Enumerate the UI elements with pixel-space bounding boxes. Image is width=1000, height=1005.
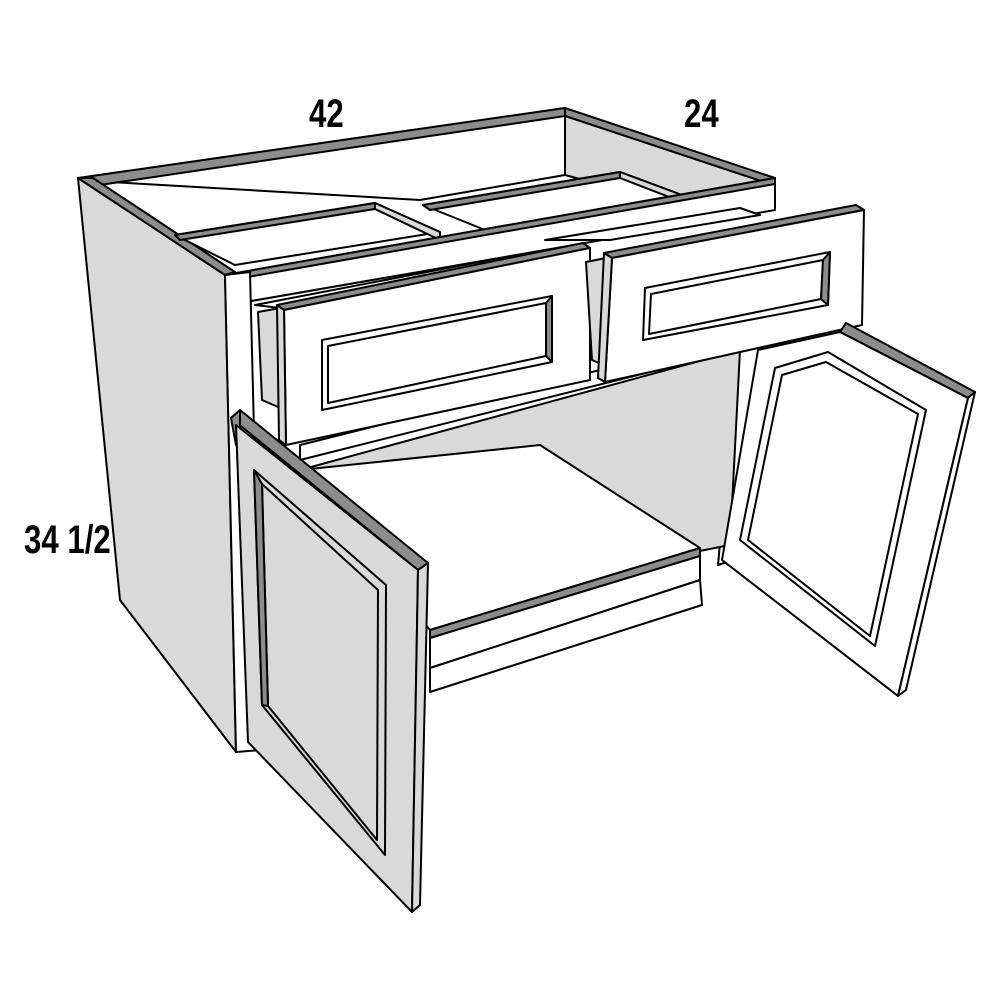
right-drawer-front-left-edge: [597, 252, 613, 383]
right-door-outer-edge: [897, 391, 976, 697]
height-dimension-label: 34 1/2: [24, 518, 111, 562]
left-drawer-panel-bevel: [545, 295, 553, 363]
right-drawer-panel-bevel: [820, 251, 831, 306]
left-door-panel-bevel: [253, 469, 269, 707]
right-door-panel-inner: [747, 361, 919, 637]
left-side-top-edge: [77, 177, 236, 276]
left-drawer-front-left-edge: [276, 304, 287, 446]
right-drawer-box-top: [544, 207, 761, 241]
width-dimension-label: 42: [309, 92, 344, 136]
toe-kick-face: [429, 579, 703, 693]
depth-dimension-label: 24: [684, 92, 719, 136]
left-door-outer-edge: [411, 562, 429, 913]
